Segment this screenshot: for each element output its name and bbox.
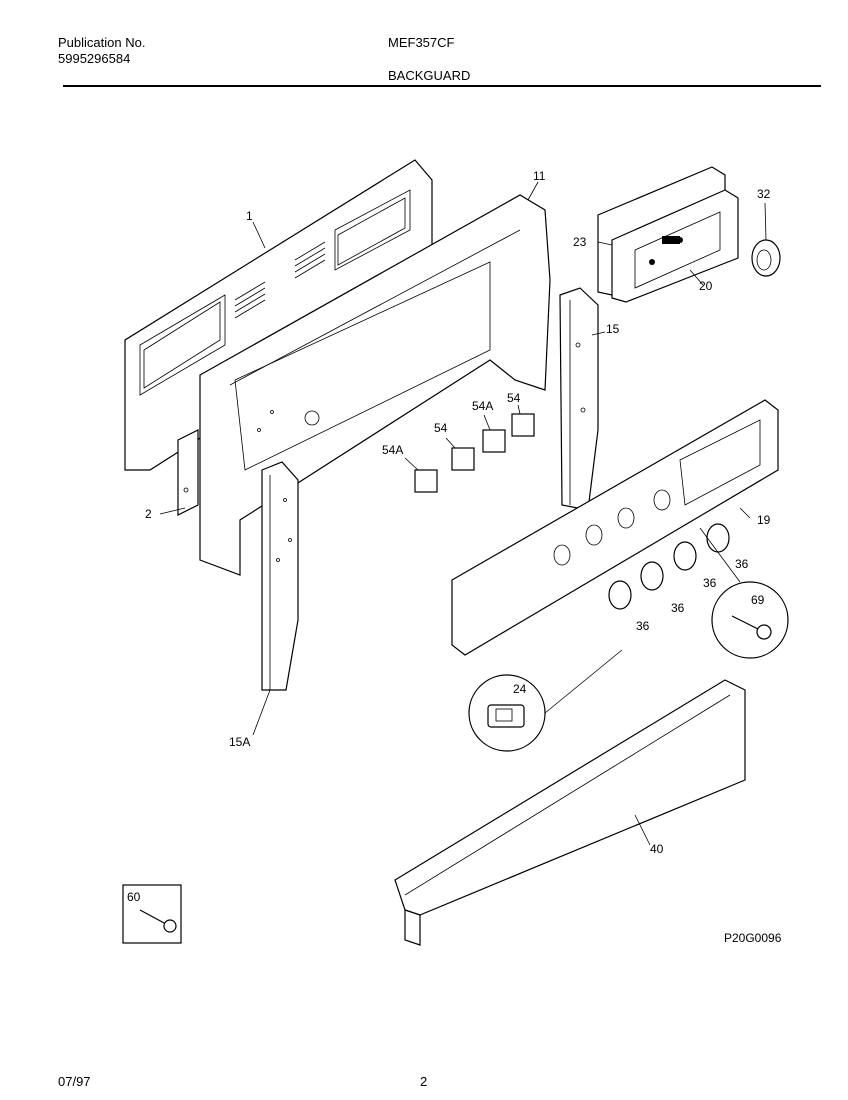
- callout-1: 1: [246, 209, 253, 223]
- callout-54a-right: 54A: [472, 399, 493, 413]
- leader-lines: [159, 181, 767, 846]
- callout-54-right: 54: [507, 391, 521, 405]
- timer-panel-part: [597, 166, 739, 303]
- right-support-rail-part: [559, 287, 599, 511]
- callout-32: 32: [757, 187, 771, 201]
- rocker-switch-detail: [468, 649, 623, 752]
- drawing-code: P20G0096: [724, 931, 782, 945]
- callout-40: 40: [650, 842, 664, 856]
- screw-box: [122, 884, 182, 944]
- footer-date: 07/97: [58, 1074, 91, 1089]
- callout-54-left: 54: [434, 421, 448, 435]
- left-bracket-part: [177, 429, 199, 516]
- header-rule: [63, 85, 821, 87]
- control-panel-part: [451, 399, 779, 656]
- screw-detail: [699, 527, 789, 659]
- model-number: MEF357CF: [388, 35, 455, 50]
- callout-15: 15: [606, 322, 620, 336]
- callout-60: 60: [127, 890, 141, 904]
- bottom-trim-part: [394, 679, 746, 946]
- timer-knob-part: [751, 239, 781, 277]
- section-title: BACKGUARD: [388, 68, 471, 83]
- callout-36-third: 36: [671, 601, 685, 615]
- left-support-rail-part: [261, 461, 299, 691]
- callout-36-first: 36: [735, 557, 749, 571]
- callout-36-fourth: 36: [636, 619, 650, 633]
- callout-54a-left: 54A: [382, 443, 403, 457]
- callout-20: 20: [699, 279, 713, 293]
- callout-15a: 15A: [229, 735, 250, 749]
- callout-69: 69: [751, 593, 765, 607]
- publication-number: 5995296584: [58, 51, 131, 66]
- callout-23: 23: [573, 235, 587, 249]
- switches-part: [414, 413, 535, 493]
- callout-36-second: 36: [703, 576, 717, 590]
- publication-label: Publication No.: [58, 35, 146, 50]
- callout-19: 19: [757, 513, 771, 527]
- callout-24: 24: [513, 682, 527, 696]
- callout-11: 11: [533, 169, 546, 183]
- page-number: 2: [420, 1074, 428, 1089]
- callout-2: 2: [145, 507, 152, 521]
